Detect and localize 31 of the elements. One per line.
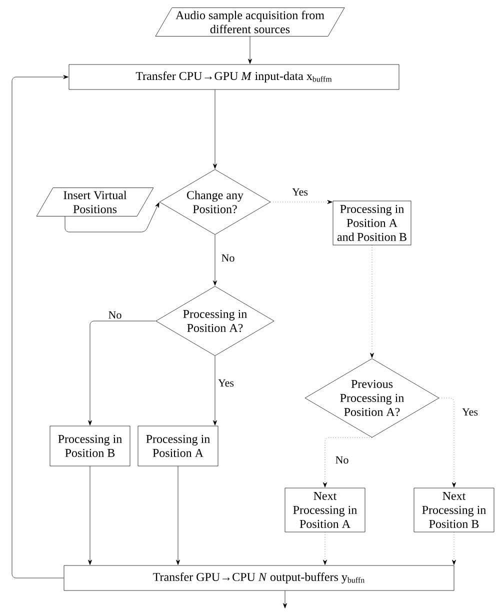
- edge-label: No: [220, 253, 236, 263]
- arrow: [213, 356, 217, 426]
- input-parallelogram: Insert Virtual Positions: [36, 188, 154, 216]
- process-box: Next Processing in Position A: [284, 488, 366, 532]
- arrow: [270, 200, 332, 204]
- edge-label: Yes: [217, 378, 235, 388]
- process-box: Transfer CPU→GPU M input-data x$_{buffm}$: [68, 64, 400, 90]
- arrow: [452, 532, 456, 565]
- process-box: Processing in Position A and Position B: [332, 200, 412, 246]
- arrow: [248, 36, 252, 64]
- arrow: [176, 466, 180, 565]
- input-parallelogram: Audio sample acquisition from different sources: [155, 8, 345, 36]
- process-box: Next Processing in Position B: [414, 488, 494, 532]
- arrow: [323, 437, 372, 488]
- edge-label: No: [107, 310, 123, 320]
- arrow: [213, 90, 217, 169]
- arrow: [12, 75, 68, 578]
- arrow: [88, 320, 156, 426]
- process-box: Transfer GPU→CPU N output-buffers y$_{buffn}$: [64, 565, 454, 591]
- edge-label: Yes: [461, 407, 479, 417]
- arrow: [370, 245, 374, 358]
- process-box: Processing in Position A: [138, 426, 218, 466]
- arrow: [88, 466, 92, 565]
- process-box: Processing in Position B: [50, 426, 130, 466]
- arrow: [439, 398, 456, 488]
- arrow: [213, 234, 217, 286]
- edge-label: No: [334, 455, 350, 465]
- arrow: [64, 202, 160, 232]
- edge-label: Yes: [291, 187, 309, 197]
- arrow: [323, 532, 327, 565]
- arrow: [283, 590, 287, 608]
